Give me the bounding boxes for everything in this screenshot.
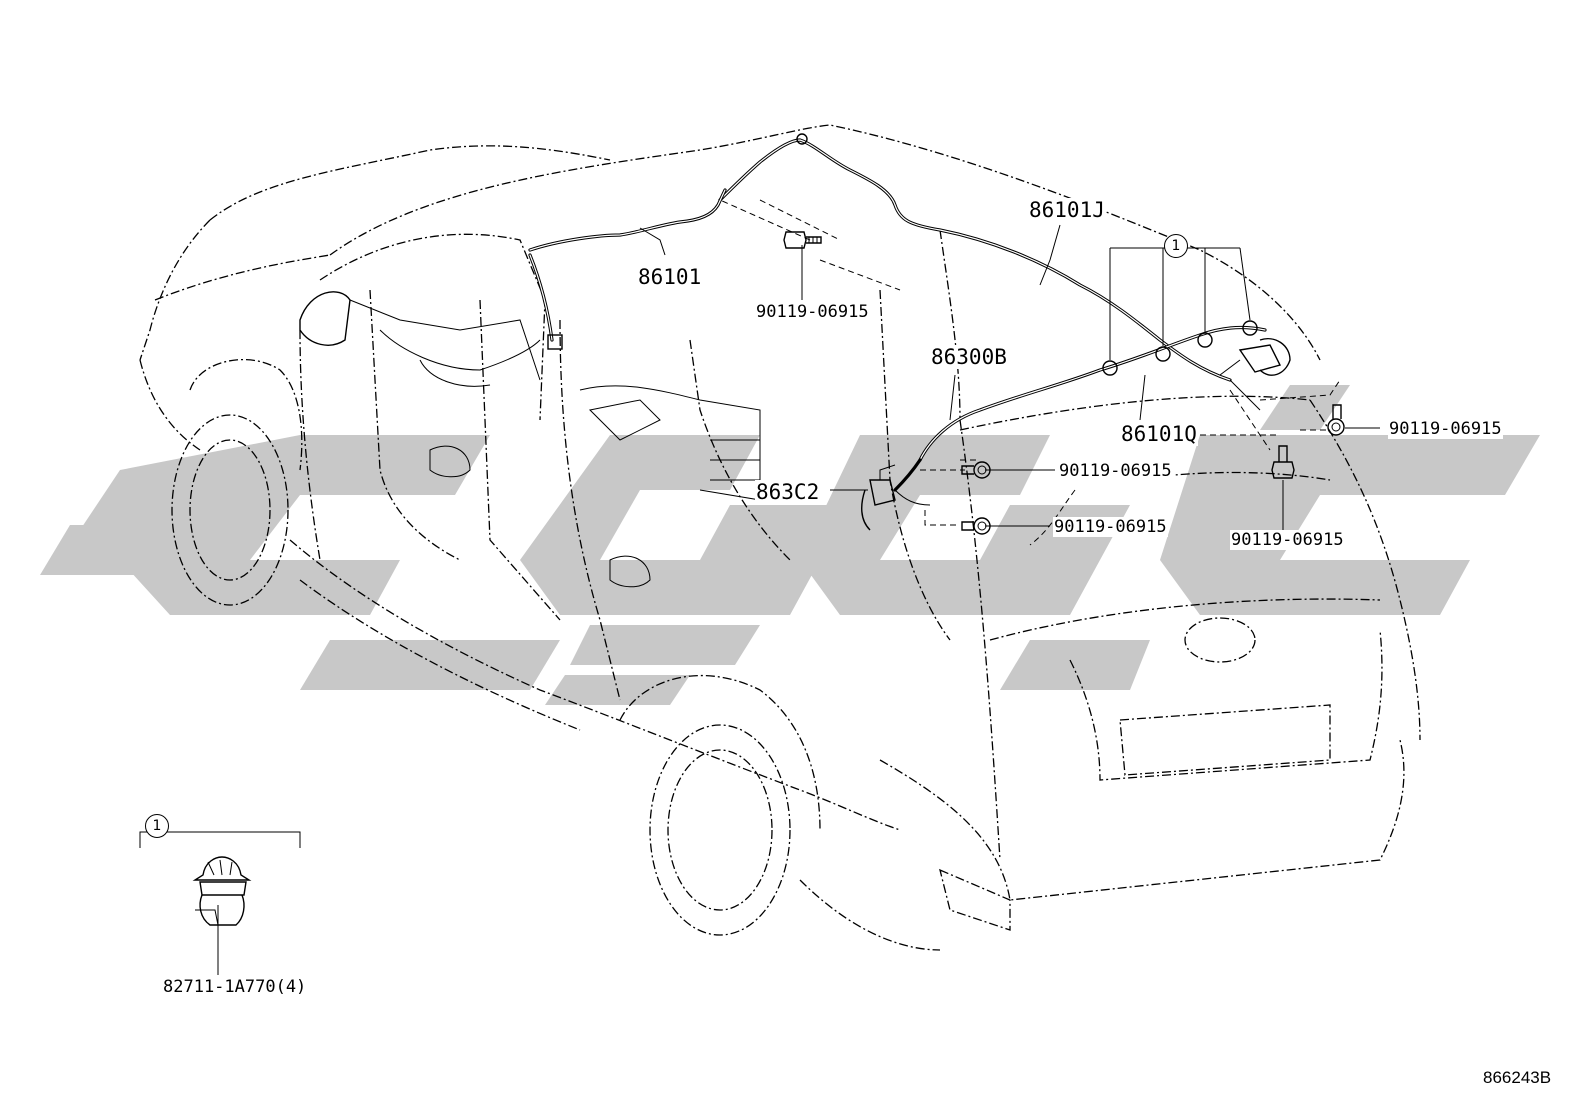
watermark-logo [40, 385, 1540, 705]
part-label-bolt-lower-right[interactable]: 90119-06915 [1230, 530, 1345, 550]
part-label-bolt-upper-mid[interactable]: 90119-06915 [1058, 461, 1173, 481]
part-label-bolt-top[interactable]: 90119-06915 [755, 302, 870, 322]
part-label-86101J[interactable]: 86101J [1028, 198, 1106, 222]
part-label-863C2[interactable]: 863C2 [755, 480, 821, 504]
part-label-bolt-right[interactable]: 90119-06915 [1388, 419, 1503, 439]
bolt-icon [783, 231, 1345, 535]
part-label-clip[interactable]: 82711-1A770(4) [162, 977, 308, 997]
diagram-reference-number: 866243B [1483, 1068, 1552, 1087]
antenna-harness [528, 133, 1291, 531]
clip-icon [192, 856, 252, 926]
part-label-bolt-lower-mid[interactable]: 90119-06915 [1053, 517, 1168, 537]
part-label-86101[interactable]: 86101 [637, 265, 703, 289]
car-body-outline [139, 124, 1421, 951]
callout-clip-detail: 1 [145, 814, 169, 838]
part-label-86101Q[interactable]: 86101Q [1120, 422, 1198, 446]
callout-clip-group: 1 [1164, 234, 1188, 258]
part-label-86300B[interactable]: 86300B [930, 345, 1008, 369]
